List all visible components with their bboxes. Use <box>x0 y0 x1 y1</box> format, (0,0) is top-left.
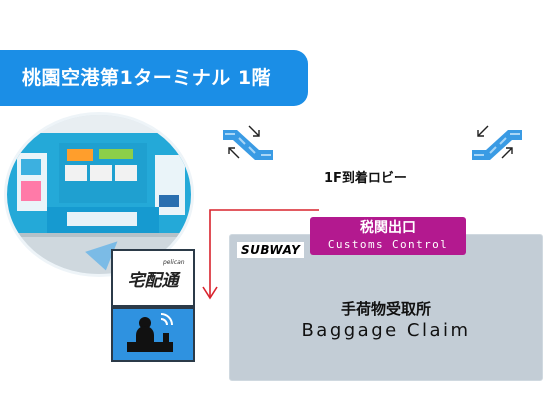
baggage-claim-jp: 手荷物受取所 <box>340 300 431 318</box>
escalator-icon <box>472 125 522 160</box>
counter-staff-icon <box>127 313 173 352</box>
terminal-title-banner: 桃園空港第1ターミナル 1階 <box>0 50 308 106</box>
logo-text: 宅配通 <box>127 270 179 291</box>
baggage-claim-area: SUBWAY 手荷物受取所 Baggage Claim <box>229 234 543 381</box>
logo-small-text: pelican <box>163 259 185 266</box>
counter-photo <box>4 112 194 277</box>
subway-logo: SUBWAY <box>237 242 305 258</box>
counter-photo-illustration <box>7 115 191 274</box>
escalator-icon <box>223 125 273 160</box>
route-arrow-icon <box>202 209 319 300</box>
customs-jp: 税関出口 <box>360 220 416 236</box>
customs-en: Customs Control <box>327 238 449 251</box>
counter-panel <box>111 307 195 362</box>
customs-exit-sign: 税関出口 Customs Control <box>310 217 466 255</box>
baggage-claim-en: Baggage Claim <box>301 320 471 341</box>
pelican-logo-panel: pelican 宅配通 <box>111 249 195 307</box>
arrival-lobby-label: 1F到着ロビー <box>324 171 407 186</box>
